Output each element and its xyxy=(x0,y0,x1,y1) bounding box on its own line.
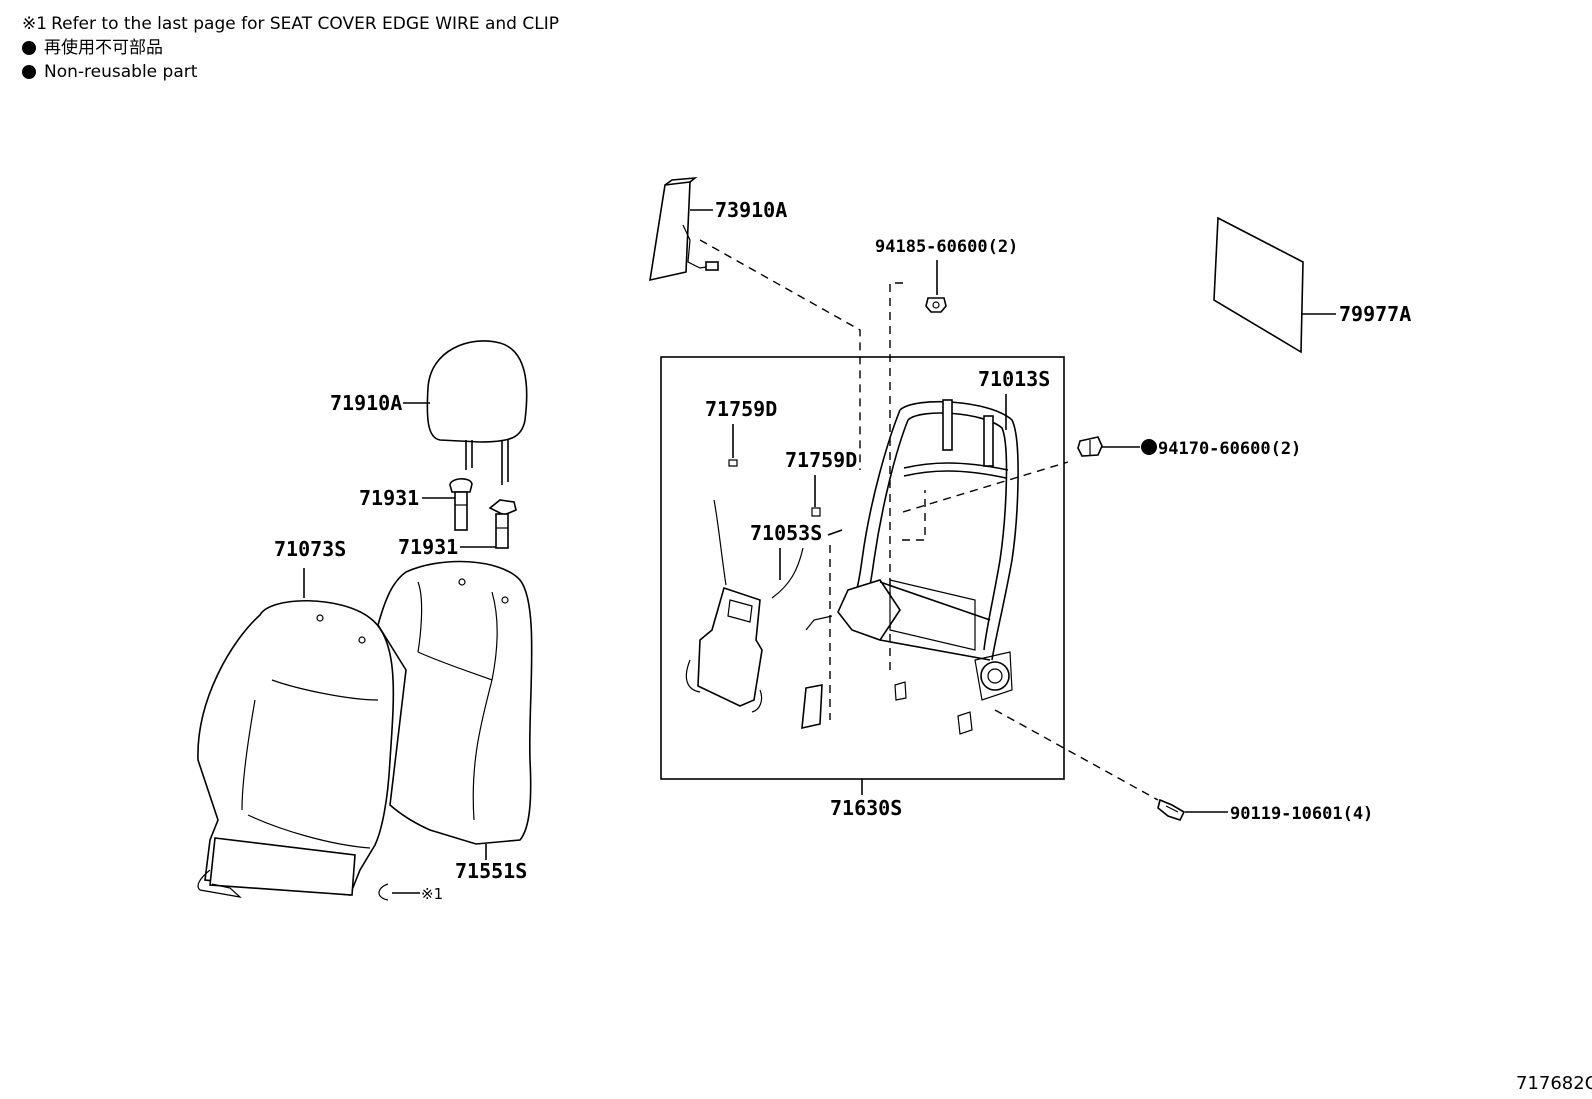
part-79977A[interactable]: 79977A xyxy=(1339,302,1411,326)
clip-small-b-drawing xyxy=(957,711,973,735)
part-71551S[interactable]: 71551S xyxy=(455,859,527,883)
part-73910A[interactable]: 73910A xyxy=(715,198,787,222)
nut-94170-drawing xyxy=(1077,436,1103,457)
side-airbag-drawing xyxy=(649,176,719,282)
part-71910A[interactable]: 71910A xyxy=(330,391,402,415)
leader-71053S-b xyxy=(827,529,843,536)
clip-icon xyxy=(378,883,389,901)
dashed-90119 xyxy=(994,709,1159,801)
nut-94185-drawing xyxy=(925,297,947,313)
note-ref-mark: ※1 xyxy=(22,14,48,34)
part-71759D-a[interactable]: 71759D xyxy=(705,397,777,421)
part-71013S[interactable]: 71013S xyxy=(978,367,1050,391)
part-71759D-b[interactable]: 71759D xyxy=(785,448,857,472)
part-94170-60600[interactable]: 94170-60600(2) xyxy=(1158,439,1301,459)
bolt-90119-drawing xyxy=(1157,798,1186,821)
note-en-text: Non-reusable part xyxy=(44,62,198,82)
note-ref-text: Refer to the last page for SEAT COVER ED… xyxy=(51,14,559,34)
note-non-reusable-en: Non-reusable part xyxy=(22,60,559,84)
part-71053S[interactable]: 71053S xyxy=(750,521,822,545)
part-94185-60600[interactable]: 94185-60600(2) xyxy=(875,237,1018,257)
clip-71759D-b-drawing xyxy=(811,507,821,517)
part-71931-a[interactable]: 71931 xyxy=(359,486,419,510)
part-71073S[interactable]: 71073S xyxy=(274,537,346,561)
note-jp-text: 再使用不可部品 xyxy=(44,38,163,58)
non-reusable-bullet-icon xyxy=(22,65,36,79)
headrest-drawing xyxy=(426,340,528,485)
dashed-73910A xyxy=(699,239,861,470)
seatback-pad-drawing xyxy=(377,560,533,845)
part-90119-10601[interactable]: 90119-10601(4) xyxy=(1230,804,1373,824)
clip-small-a-drawing xyxy=(894,681,907,701)
seatback-cover-drawing xyxy=(197,599,395,898)
lumbar-support-drawing xyxy=(685,499,804,713)
figure-id: 717682Q xyxy=(1516,1073,1592,1094)
part-71630S[interactable]: 71630S xyxy=(830,796,902,820)
support-71931-b-drawing xyxy=(488,499,517,549)
part-71931-b[interactable]: 71931 xyxy=(398,535,458,559)
ref-mark-1: ※1 xyxy=(421,885,443,903)
dashed-94170 xyxy=(902,461,1069,513)
seatback-frame-drawing xyxy=(805,399,1019,701)
non-reusable-bullet-icon xyxy=(22,41,36,55)
non-reusable-mark-icon xyxy=(1141,439,1157,455)
note-reference: ※1 Refer to the last page for SEAT COVER… xyxy=(22,12,559,36)
sheet-79977A-drawing xyxy=(1213,216,1304,354)
dashed-frame-inner xyxy=(902,490,926,541)
support-71931-a-drawing xyxy=(449,478,473,531)
note-non-reusable-jp: 再使用不可部品 xyxy=(22,36,559,60)
dashed-94185 xyxy=(889,282,903,670)
notes-block: ※1 Refer to the last page for SEAT COVER… xyxy=(22,12,559,84)
pad-part-drawing xyxy=(801,684,823,730)
clip-71759D-a-drawing xyxy=(728,459,738,467)
